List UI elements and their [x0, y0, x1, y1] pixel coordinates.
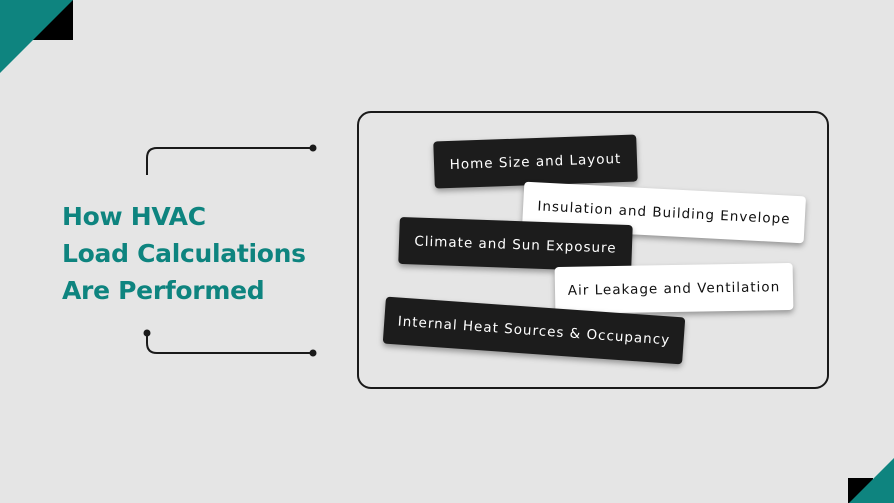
factor-card-climate: Climate and Sun Exposure	[398, 216, 633, 273]
corner-decoration-bottom-right	[848, 458, 894, 503]
corner-decoration-top-left	[0, 0, 73, 73]
page-title: How HVAC Load Calculations Are Performed	[62, 198, 306, 309]
title-line-1: How HVAC	[62, 202, 206, 231]
title-line-2: Load Calculations	[62, 239, 306, 268]
factors-panel	[357, 111, 829, 389]
title-line-3: Are Performed	[62, 276, 265, 305]
factor-card-air-leakage: Air Leakage and Ventilation	[554, 262, 794, 315]
factor-card-home-size: Home Size and Layout	[433, 134, 638, 189]
